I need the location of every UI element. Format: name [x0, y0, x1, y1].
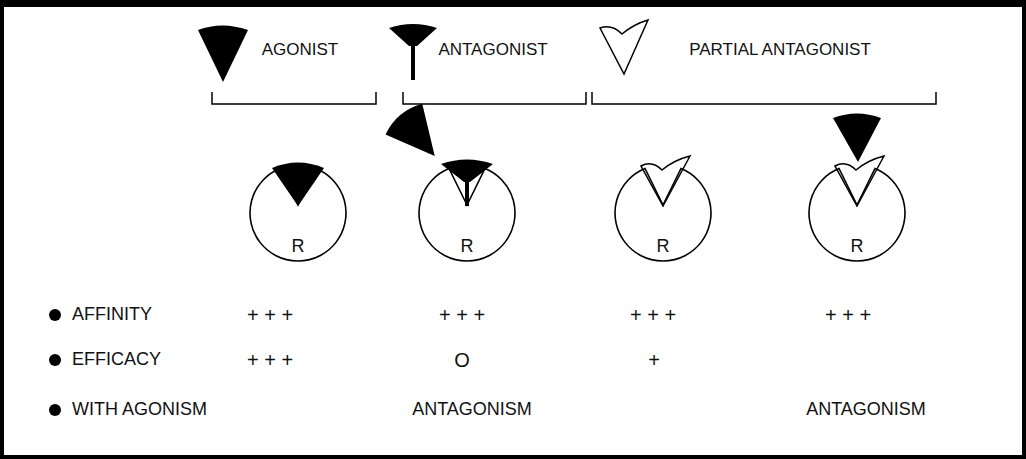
- bullet: [49, 404, 61, 416]
- row-label: EFFICACY: [72, 350, 161, 370]
- bullet: [49, 309, 61, 321]
- result-label: ANTAGONISM: [806, 400, 926, 420]
- receptor-outline: [809, 169, 905, 261]
- receptor-circle: R: [801, 161, 913, 263]
- receptor-outline: [419, 169, 515, 261]
- row-label: WITH AGONISM: [72, 400, 207, 420]
- agonist-wedge: [382, 100, 453, 172]
- receptor-circle: R: [242, 161, 354, 263]
- score: + + +: [247, 304, 293, 326]
- score: + + +: [247, 349, 293, 371]
- row-label: AFFINITY: [72, 305, 152, 325]
- receptor-label: R: [292, 237, 305, 257]
- heading: ANTAGONIST: [438, 41, 547, 60]
- score: +: [648, 349, 660, 371]
- score: O: [454, 349, 470, 371]
- bracket: [212, 92, 376, 104]
- bracket: [403, 92, 586, 104]
- antagonist-wedge: [441, 160, 493, 207]
- heading: AGONIST: [262, 41, 339, 60]
- receptor-circle: R: [607, 161, 719, 263]
- receptor-label: R: [461, 237, 474, 257]
- heading: PARTIAL ANTAGONIST: [689, 41, 871, 60]
- score: + + +: [825, 304, 871, 326]
- score: + + +: [439, 304, 485, 326]
- antagonist-icon: [389, 24, 437, 80]
- receptor-outline: [250, 169, 346, 261]
- bracket: [592, 92, 936, 104]
- agonist-wedge: [833, 114, 881, 163]
- receptor-outline: [615, 169, 711, 261]
- partial-antagonist-icon: [600, 20, 648, 74]
- receptor-circle: R: [411, 161, 523, 263]
- agonist-icon: [198, 26, 248, 83]
- score: + + +: [630, 304, 676, 326]
- receptor-label: R: [657, 237, 670, 257]
- receptor-label: R: [851, 237, 864, 257]
- bullet: [49, 354, 61, 366]
- result-label: ANTAGONISM: [412, 400, 532, 420]
